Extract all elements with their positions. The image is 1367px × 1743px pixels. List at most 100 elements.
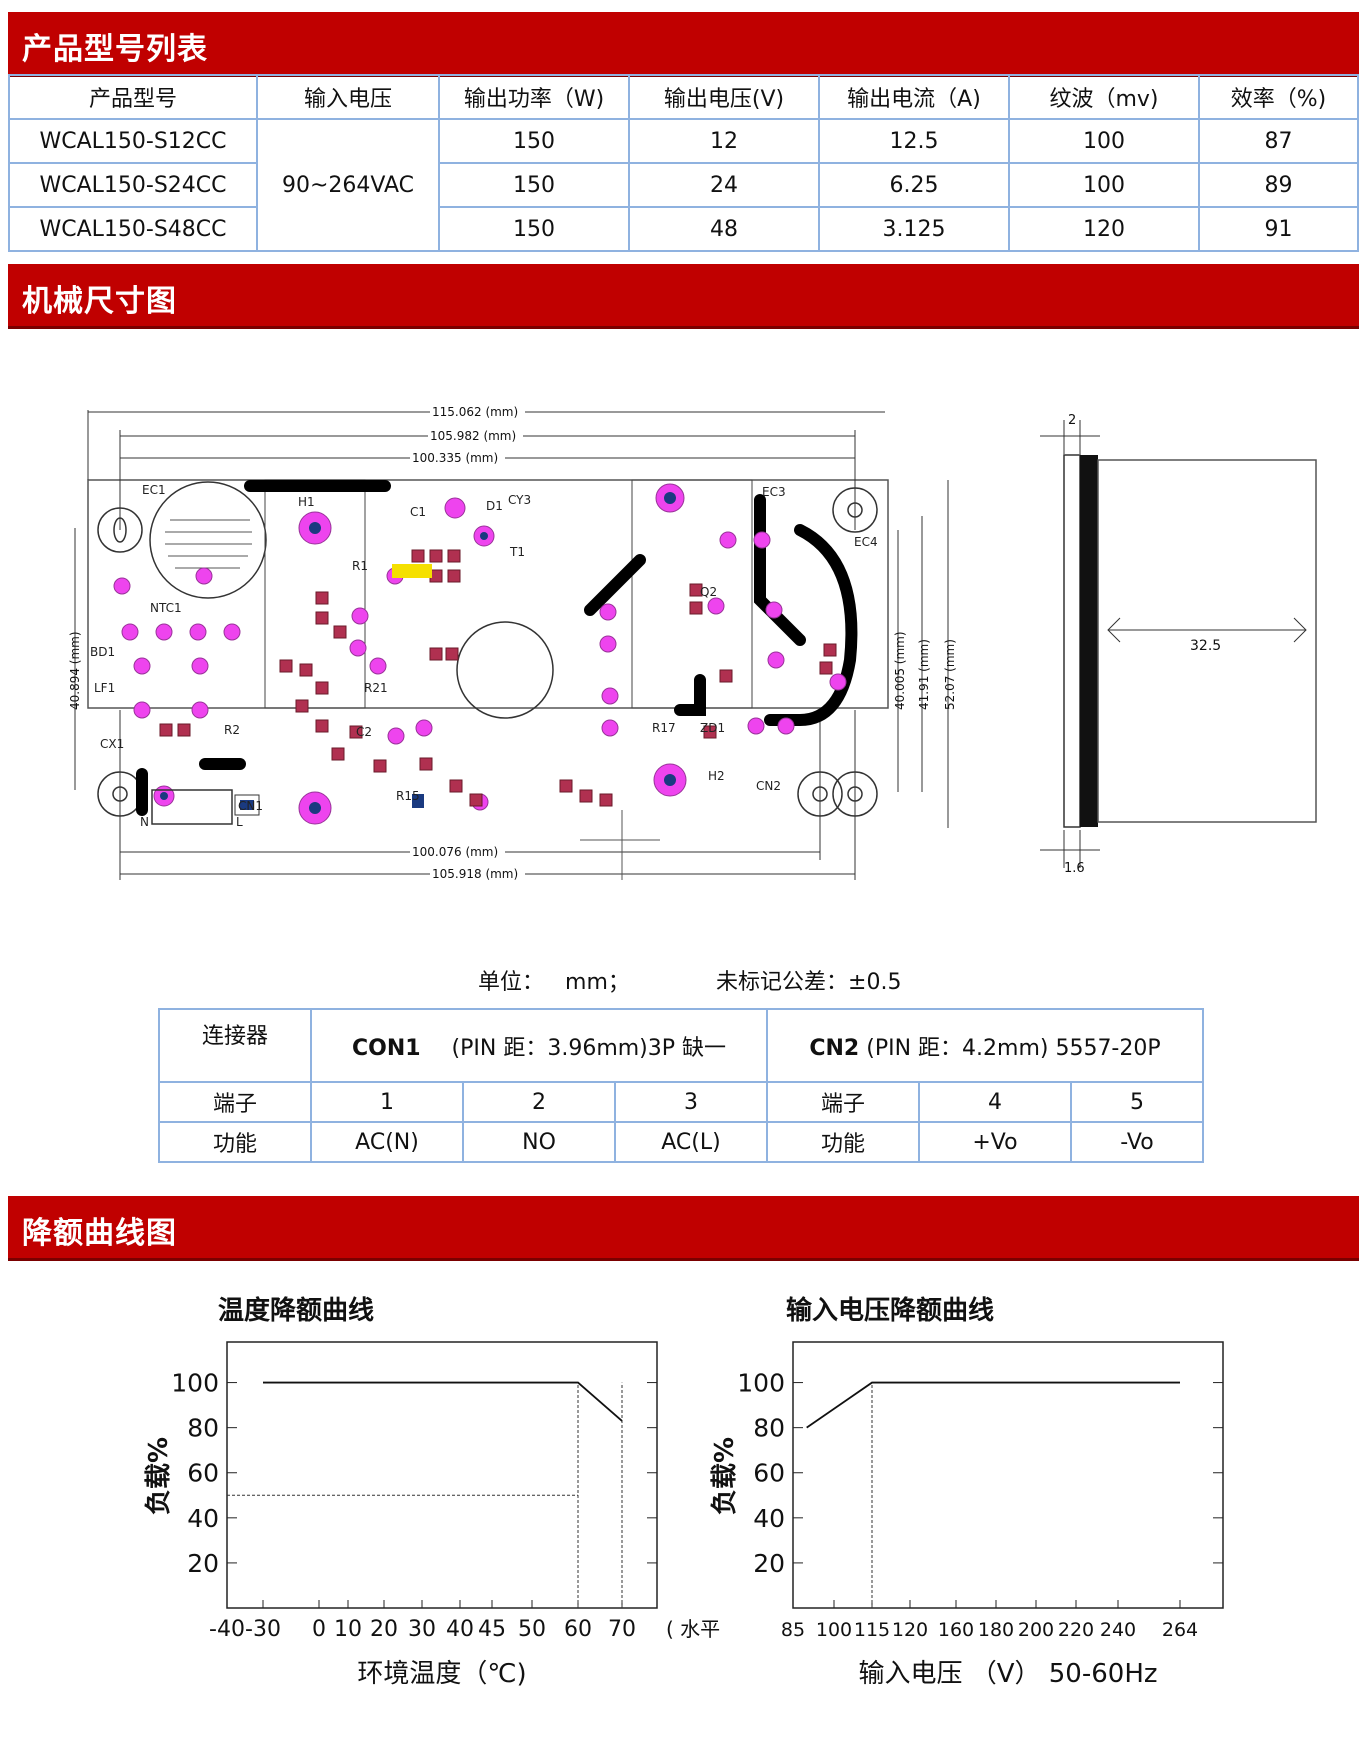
x-tick-label: 115 <box>854 1619 890 1641</box>
spec-table: 产品型号 输入电压 输出功率（W) 输出电压(V) 输出电流（A) 纹波（mv)… <box>8 74 1359 252</box>
x-tick-label: 20 <box>370 1617 398 1642</box>
tolerance-value: ±0.5 <box>848 970 902 995</box>
component-labels: EC1 NTC1 BD1 LF1 CX1 H1 R1 C1 D1 CY3 T1 … <box>90 483 878 829</box>
label-cn2: CN2 <box>756 779 781 793</box>
dim-right-3: 52.07 (mm) <box>943 639 957 710</box>
side-view: 2 32.5 1.6 <box>1040 413 1317 876</box>
x-tick-label: 70 <box>608 1617 636 1642</box>
y-tick-label: 60 <box>753 1459 785 1488</box>
model-cell: WCAL150-S12CC <box>8 118 258 164</box>
side-dim-width: 32.5 <box>1190 638 1221 654</box>
function-cell: -Vo <box>1070 1121 1204 1163</box>
x-tick-label: -30 <box>245 1617 281 1642</box>
power-cell: 150 <box>438 162 630 208</box>
x-tick-label: 30 <box>408 1617 436 1642</box>
label-lf1: LF1 <box>94 681 115 695</box>
header-cell: 输出电流（A) <box>818 74 1010 120</box>
plot-frame <box>226 1341 658 1609</box>
ripple-cell: 120 <box>1008 206 1200 252</box>
connector-header-row: 连接器 CON1 (PIN 距：3.96mm)3P 缺一 CN2 (PIN 距：… <box>158 1008 1204 1083</box>
x-tick-label: 45 <box>478 1617 506 1642</box>
connector-table: 连接器 CON1 (PIN 距：3.96mm)3P 缺一 CN2 (PIN 距：… <box>158 1008 1204 1163</box>
x-tick-label: 200 <box>1018 1619 1054 1641</box>
header-cell: 纹波（mv) <box>1008 74 1200 120</box>
function-cell: NO <box>462 1121 616 1163</box>
dim-right-2: 41.91 (mm) <box>917 639 931 710</box>
label-l: L <box>236 815 243 829</box>
pin-cell: 5 <box>1070 1081 1204 1123</box>
x-tick-label: 40 <box>446 1617 474 1642</box>
pads <box>113 483 847 825</box>
board-outline <box>87 479 889 709</box>
section-title: 机械尺寸图 <box>22 284 177 319</box>
section-banner-product-list: 产品型号列表 <box>8 12 1359 77</box>
terminal-label-2: 端子 <box>766 1081 920 1123</box>
ripple-cell: 100 <box>1008 118 1200 164</box>
label-cx1: CX1 <box>100 737 124 751</box>
tolerance-note: 未标记公差：±0.5 <box>716 964 901 996</box>
section-title: 降额曲线图 <box>22 1216 177 1251</box>
transformer-core <box>456 621 554 719</box>
efficiency-cell: 87 <box>1198 118 1359 164</box>
label-ec1: EC1 <box>142 483 166 497</box>
table-row: WCAL150-S48CC 150 48 3.125 120 91 <box>8 206 1359 252</box>
dim-bottom-2: 105.918 (mm) <box>432 867 518 881</box>
terminal-row: 端子 1 2 3 端子 4 5 <box>158 1081 1204 1123</box>
cn1-connector <box>151 789 233 825</box>
terminal-label: 端子 <box>158 1081 312 1123</box>
label-ec3: EC3 <box>762 485 786 499</box>
model-cell: WCAL150-S48CC <box>8 206 258 252</box>
label-r1: R1 <box>352 559 368 573</box>
x-suffix-label: ( 水平) <box>666 1617 720 1641</box>
ec1-capacitor <box>149 481 267 599</box>
label-cn1: CN1 <box>238 799 263 813</box>
function-label: 功能 <box>158 1121 312 1163</box>
voltage-cell: 24 <box>628 162 820 208</box>
series-line <box>263 1381 623 1422</box>
unit-label: 单位： <box>478 970 545 995</box>
y-tick-label: 20 <box>187 1549 219 1578</box>
label-c1: C1 <box>410 505 426 519</box>
y-tick-label: 80 <box>187 1414 219 1443</box>
y-axis-label: 负载% <box>144 1437 174 1515</box>
con1-name: CON1 <box>351 1035 421 1061</box>
header-cell: 输出电压(V) <box>628 74 820 120</box>
pin-cell: 4 <box>918 1081 1072 1123</box>
current-cell: 12.5 <box>818 118 1010 164</box>
cn2-cell: CN2 (PIN 距：4.2mm) 5557-20P <box>766 1008 1204 1083</box>
pin-cell: 1 <box>310 1081 464 1123</box>
label-h2: H2 <box>708 769 725 783</box>
y-tick-label: 60 <box>187 1459 219 1488</box>
x-tick-label: 120 <box>892 1619 928 1641</box>
con1-desc: (PIN 距：3.96mm)3P 缺一 <box>451 1035 727 1061</box>
section-banner-derating: 降额曲线图 <box>8 1196 1359 1261</box>
x-tick-label: 10 <box>334 1617 362 1642</box>
y-tick-label: 100 <box>737 1369 785 1398</box>
label-d1: D1 <box>486 499 503 513</box>
y-tick-label: 80 <box>753 1414 785 1443</box>
y-tick-label: 40 <box>187 1504 219 1533</box>
section-banner-mechanical: 机械尺寸图 <box>8 264 1359 329</box>
header-cell: 输出功率（W) <box>438 74 630 120</box>
efficiency-cell: 89 <box>1198 162 1359 208</box>
function-cell: +Vo <box>918 1121 1072 1163</box>
x-tick-label: -40 <box>209 1617 245 1642</box>
series-line <box>806 1381 1180 1429</box>
pin-cell: 3 <box>614 1081 768 1123</box>
label-zd1: ZD1 <box>700 721 725 735</box>
pin-cell: 2 <box>462 1081 616 1123</box>
cn2-desc: (PIN 距：4.2mm) 5557-20P <box>866 1035 1161 1061</box>
input-voltage-cell: 90~264VAC <box>256 118 440 252</box>
connector-header: 连接器 <box>158 1008 312 1083</box>
x-tick-label: 160 <box>938 1619 974 1641</box>
unit-value: mm； <box>565 970 630 995</box>
function-row: 功能 AC(N) NO AC(L) 功能 +Vo -Vo <box>158 1121 1204 1163</box>
table-header-row: 产品型号 输入电压 输出功率（W) 输出电压(V) 输出电流（A) 纹波（mv)… <box>8 74 1359 120</box>
pcb-drawing: 115.062 (mm) 105.982 (mm) 100.335 (mm) 1… <box>68 404 1317 881</box>
label-cy3: CY3 <box>508 493 531 507</box>
unit-note: 单位： mm； <box>478 964 630 996</box>
cn2-name: CN2 <box>809 1035 860 1061</box>
power-cell: 150 <box>438 118 630 164</box>
header-cell: 输入电压 <box>256 74 440 120</box>
